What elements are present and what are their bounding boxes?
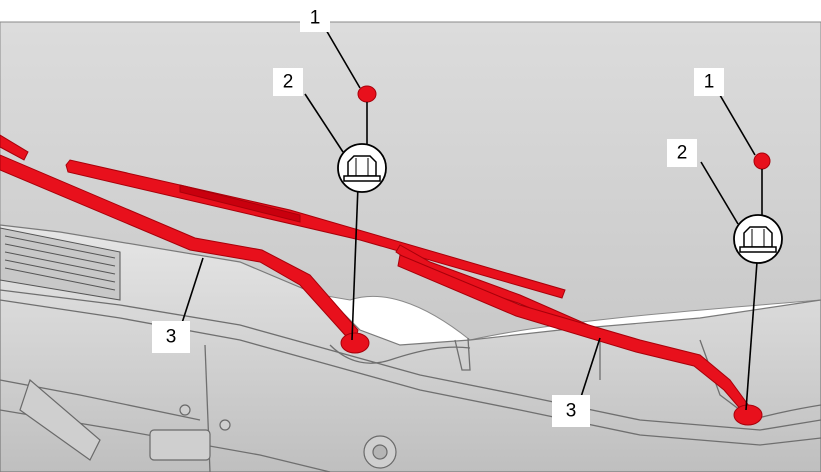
left-wiper-blade xyxy=(65,159,566,299)
left-wiper-arm-nut xyxy=(357,85,377,103)
left-hex-nut-icon xyxy=(337,143,387,193)
right-wiper-arm-nut xyxy=(753,152,771,170)
right-hex-nut-icon xyxy=(733,214,783,264)
callout-1-right: 1 xyxy=(694,68,724,96)
callout-1-left-text: 1 xyxy=(310,8,321,29)
right-wiper-arm xyxy=(397,254,763,426)
vent-grille xyxy=(0,227,121,301)
callout-3-left-text: 3 xyxy=(166,327,177,348)
engine-bay-parts xyxy=(19,378,397,469)
callout-2-right: 2 xyxy=(667,139,697,167)
cowl-panel xyxy=(0,224,821,472)
callout-2-left: 2 xyxy=(273,68,303,96)
callout-3-left: 3 xyxy=(152,321,190,353)
callout-3-right-text: 3 xyxy=(566,401,577,422)
callout-2-right-text: 2 xyxy=(677,143,688,164)
left-wiper-arm xyxy=(0,134,370,354)
leader-lines xyxy=(181,22,763,411)
callout-1-left: 1 xyxy=(300,4,330,32)
callout-2-left-text: 2 xyxy=(283,72,294,93)
callout-1-right-text: 1 xyxy=(704,72,715,93)
callout-3-right: 3 xyxy=(552,395,590,427)
